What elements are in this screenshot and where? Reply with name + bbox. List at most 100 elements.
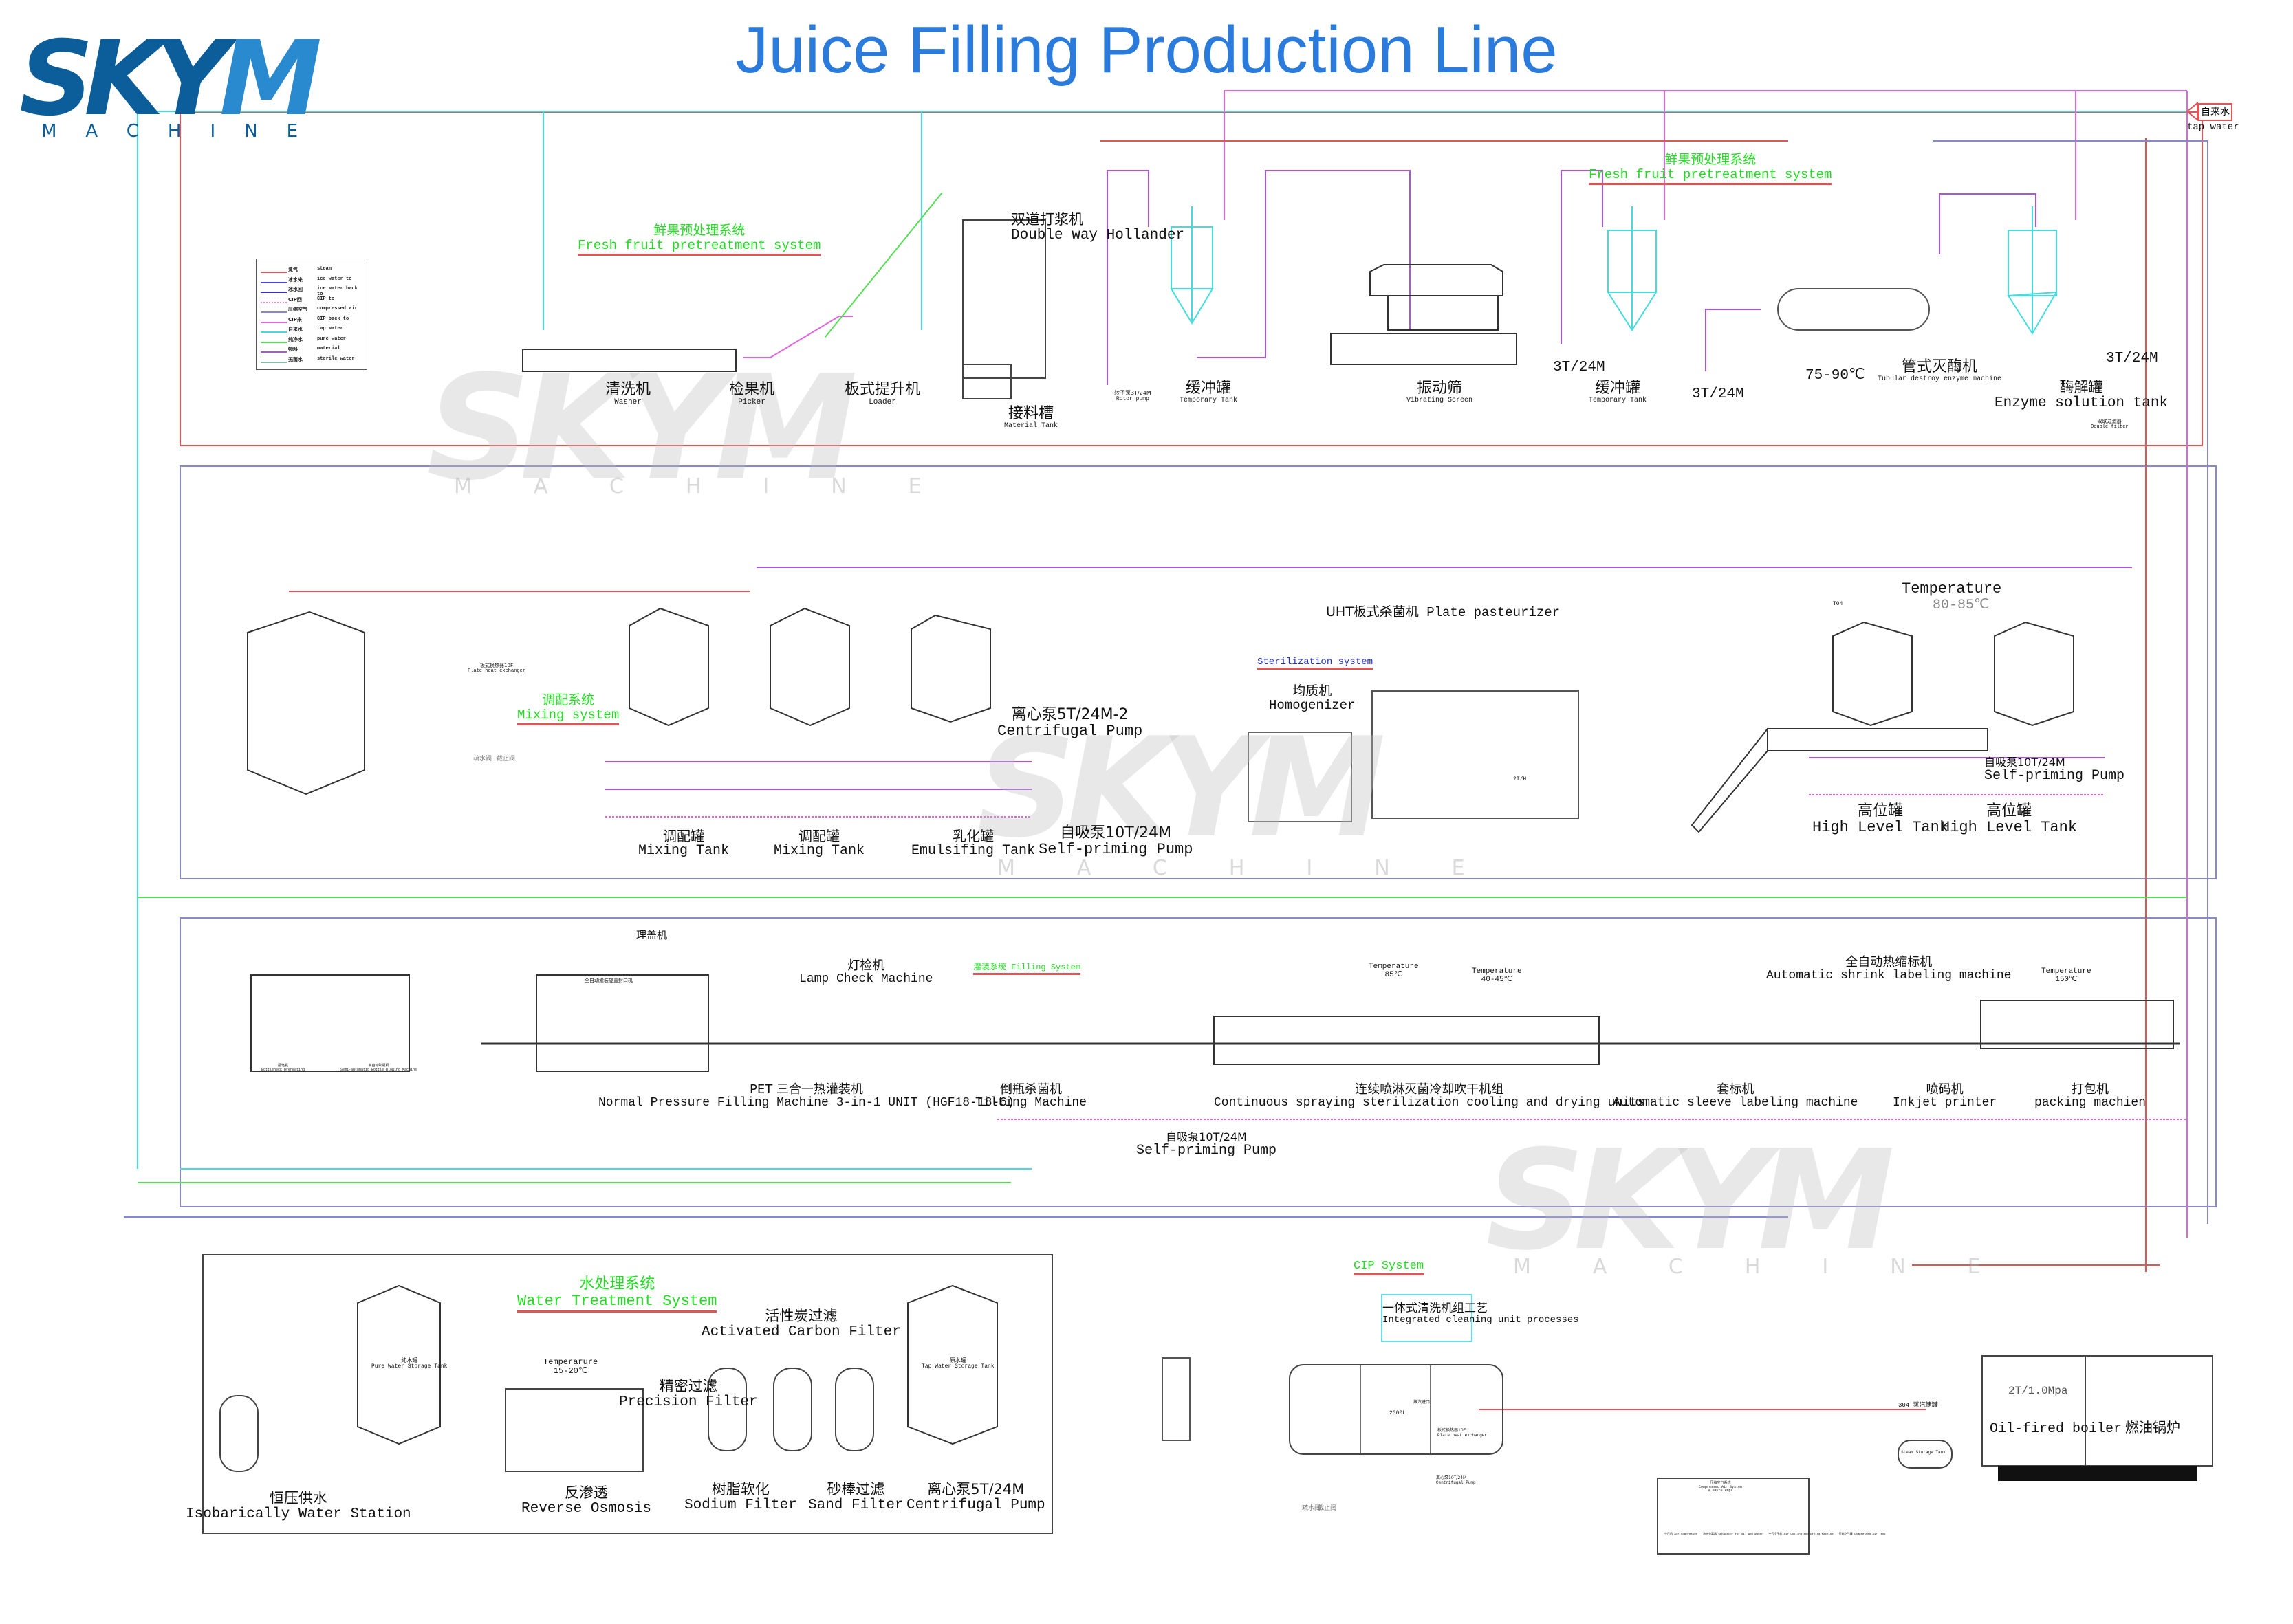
label-en: Temporary Tank: [1180, 397, 1238, 405]
label-cn: 板式换热器10F: [480, 663, 513, 668]
system-label-en: Sterilization system: [1257, 657, 1373, 670]
frame-water-treatment: [202, 1254, 1053, 1534]
packing-machine-shape: [1980, 1000, 2174, 1049]
label-cn: 活性炭过滤: [765, 1308, 838, 1324]
label-rating: 0.6M³/0.8Mpa: [1708, 1489, 1733, 1493]
legend-label-cn: CIP回: [288, 296, 302, 303]
legend-label-en: ice water back to: [317, 286, 358, 297]
system-label-cn: 灌装系统: [973, 962, 1007, 972]
label-cn: 缓冲罐: [1595, 380, 1641, 397]
label-en: Rotor pump: [1116, 395, 1149, 402]
label-en: Sodium Filter: [684, 1497, 797, 1514]
legend-label-cn: 纯净水: [288, 336, 303, 342]
system-label-en: Fresh fruit pretreatment system: [1589, 167, 1832, 185]
label-en: Plate heat exchanger: [468, 668, 526, 674]
tubular-enzyme-shape: [1777, 288, 1930, 331]
frame-row2: [180, 465, 2217, 879]
system-label-sterilization: Sterilization system: [1257, 657, 1373, 670]
pipe-material-1: [1107, 170, 1149, 385]
label-en: Isobarically Water Station: [186, 1506, 411, 1523]
mixing-tank-1-shape: [629, 607, 709, 727]
logo-text-m: M: [219, 19, 322, 139]
label-en: Semi-automatic Bottle Blowing Machine: [340, 1067, 417, 1072]
label-cn: UHT板式杀菌机: [1326, 604, 1419, 619]
label-cip-tank-volume: 2000L: [1389, 1410, 1406, 1416]
label-en: Automatic shrink labeling machine: [1766, 968, 2012, 983]
legend-label-en: material: [317, 346, 340, 351]
brand-logo: SKYM MACHINE: [19, 28, 322, 142]
big-storage-tank: [247, 611, 365, 795]
system-label-en: Fresh fruit pretreatment system: [578, 238, 821, 256]
label-cn: 全自动热缩标机: [1845, 955, 1933, 969]
label-temperature-tag: T04: [1833, 601, 1843, 607]
label-en: Lamp Check Machine: [799, 972, 933, 986]
compressed-air-box: [1657, 1478, 1810, 1555]
label-en: Plate pasteurizer: [1426, 605, 1561, 620]
tap-water-inlet-label: tap water: [2187, 122, 2239, 133]
label-high-tank-temperature: Temperature: [1902, 580, 2002, 597]
tank-enzyme: [2007, 206, 2058, 335]
label-cn: 纯水罐: [401, 1357, 418, 1363]
label-cn: 自吸泵10T/24M: [1060, 824, 1172, 842]
label-en: High Level Tank: [1941, 819, 2078, 837]
legend-swatch: [261, 351, 287, 353]
label-en: Normal Pressure Filling Machine 3-in-1 U…: [598, 1095, 1014, 1110]
tank-temporary-2: [1607, 206, 1658, 331]
label-cn: 接料槽: [1008, 405, 1054, 422]
label-en: Centrifugal Pump: [906, 1497, 1045, 1514]
label-cn: 恒压供水: [269, 1490, 327, 1506]
label-cn: 转子泵3T/24M: [1114, 390, 1151, 396]
label-steam-storage-tank-en: Steam Storage Tank: [1901, 1450, 1946, 1455]
boiler-shape: [1981, 1355, 2213, 1467]
system-label-water-treatment: 水处理系统 Water Treatment System: [517, 1275, 717, 1313]
page-title: Juice Filling Production Line: [735, 13, 1558, 87]
label-en: Vibrating Screen: [1406, 397, 1473, 405]
legend-label-cn: CIP来: [288, 316, 302, 322]
label-cn: 双道打浆机: [1011, 211, 1083, 228]
label-en: Homogenizer: [1269, 697, 1356, 713]
pipe-material-4: [1705, 309, 1761, 371]
label-en: Double way Hollander: [1011, 228, 1185, 244]
bottle-blower-shape: [250, 974, 410, 1072]
label-en: Self-priming Pump: [1136, 1142, 1277, 1159]
label-en: Temporary Tank: [1589, 397, 1647, 405]
label-cn: 砂棒过滤: [827, 1481, 885, 1497]
label-en: Reverse Osmosis: [521, 1501, 652, 1517]
frame-row3: [180, 917, 2217, 1207]
legend-label-cn: 自来水: [288, 327, 303, 332]
logo-subtitle: MACHINE: [41, 121, 327, 142]
label-cn: 检果机: [729, 381, 775, 398]
tap-water-inlet-cn: 自来水: [2201, 107, 2230, 118]
label-en: Tap Water Storage Tank: [922, 1363, 995, 1370]
label-en: Washer: [614, 398, 642, 407]
legend-swatch: [261, 321, 287, 323]
label-cip-stop-valve: 截止阀: [1318, 1505, 1337, 1512]
label-en: Mixing Tank: [774, 843, 865, 859]
label-boiler-rating: 2T/1.0Mpa: [2008, 1385, 2068, 1397]
system-label-en: Filling System: [1011, 963, 1081, 972]
label-en: Self-priming Pump: [1039, 841, 1193, 859]
